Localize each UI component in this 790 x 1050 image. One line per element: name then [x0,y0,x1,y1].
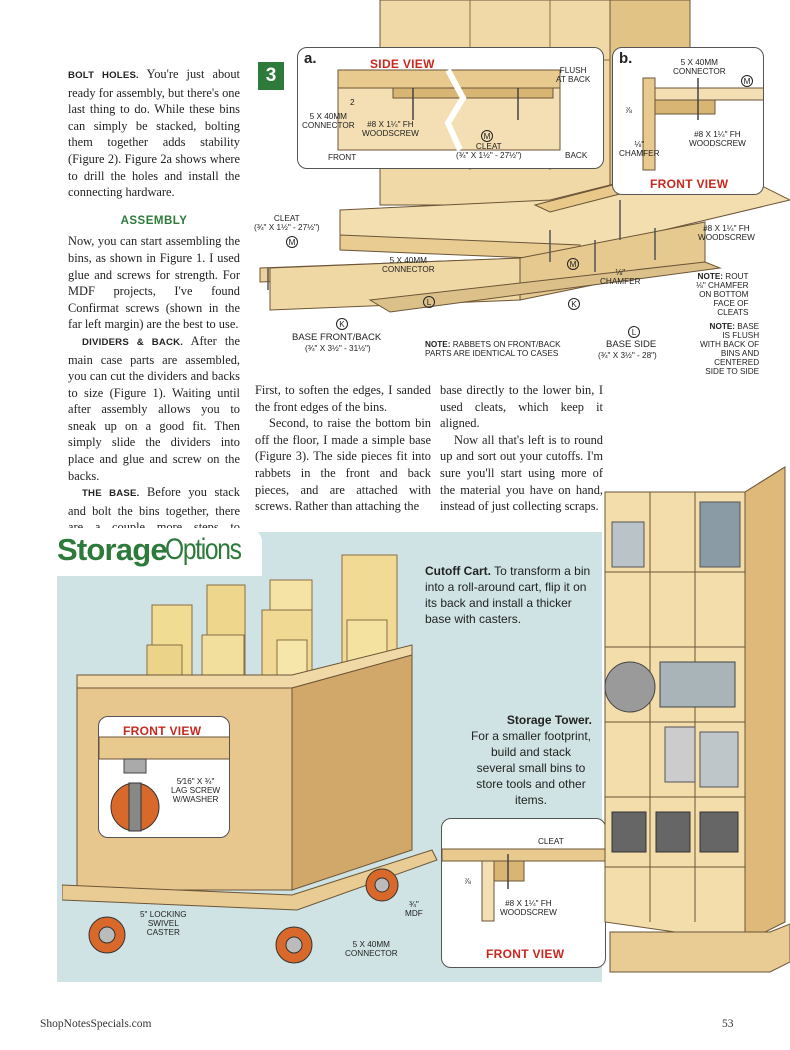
inset-b-drawing [642,77,763,171]
fig3-cleat-label: CLEAT (¾" x 1½" - 27½") [254,214,320,232]
inset-a-cleat-label: CLEAT (¾" x 1½" - 27½") [456,142,522,160]
para-dividers-back: After the main case parts are assembled,… [68,333,241,483]
fig3-note3-text: BASE IS FLUSH WITH BACK OF BINS AND CENT… [700,322,760,376]
inset-b-tag: M [741,75,753,87]
fig3-base-side-label: BASE SIDE [606,339,657,350]
footer-page-number: 53 [722,1018,734,1030]
fig3-tag-l2: L [628,326,640,338]
text-column-3: base directly to the lower bin, I used c… [440,382,603,515]
para-cutoffs: Now all that's left is to round up and s… [440,432,603,514]
lag-screw-label: 5⁄16" x ¾" LAG SCREW w/WASHER [171,777,221,804]
fig3-tag-m2: M [567,258,579,270]
cutoff-cart-head: Cutoff Cart. [425,564,491,578]
para-assembly: Now, you can start assembling the bins, … [68,234,240,332]
fig3-note1-head: NOTE: [697,272,724,281]
tower-front-view-inset: CLEAT ⅞ #8 x 1¼" Fh WOODSCREW FRONT VIEW [441,818,606,968]
tower-inset-cleat-label: CLEAT [538,837,564,846]
fig3-tag-l1: L [423,296,435,308]
tower-inset-dim: ⅞ [464,877,471,886]
subhead-assembly: ASSEMBLY [120,214,188,227]
storage-title-bold: Storage [57,532,168,567]
tower-inset-screw-label: #8 x 1¼" Fh WOODSCREW [500,899,557,917]
fig3-base-side-dim: (¾" x 3½" - 28") [598,351,657,360]
mdf-label: ¾" MDF [405,900,423,918]
inset-a-front-label: FRONT [328,153,357,162]
caster-label: 5" LOCKING SWIVEL CASTER [140,910,187,937]
cutoff-cart-text: To transform a bin into a roll-around ca… [425,564,591,626]
inset-b-dim: ⅞ [625,106,632,115]
fig3-base-front-dim: (¾" x 3½" - 31½") [305,344,371,353]
text-column-1: BOLT HOLES. You're just about ready for … [68,66,240,553]
inset-a-connector-label: 5 x 40mm CONNECTOR [302,112,355,130]
fig3-chamfer-label: ⅛" CHAMFER [600,268,641,286]
inset-b-letter: b. [619,50,633,67]
para-raise-bin: Second, to raise the bottom bin off the … [255,416,431,514]
fig3-note1-text: ROUT ⅛" CHAMFER ON BOTTOM FACE OF CLEATS [696,272,749,317]
fig3-tag-k1: K [568,298,580,310]
cart-inset-title: FRONT VIEW [123,724,202,738]
para-soften-edges: First, to soften the edges, I sanded the… [255,383,431,414]
runin-bolt-holes: BOLT HOLES. [68,70,139,81]
cutoff-cart-caption: Cutoff Cart. To transform a bin into a r… [425,563,597,627]
inset-a-letter: a. [304,50,317,67]
cutoff-cart-illustration [62,554,438,964]
inset-b-chamfer-label: ⅛" CHAMFER [619,140,660,158]
inset-b-front-view: b. 5 x 40mm CONNECTOR M ⅞ #8 x 1¼" Fh WO… [612,47,764,195]
inset-b-woodscrew-label: #8 x 1¼" Fh WOODSCREW [689,130,746,148]
runin-dividers-back: DIVIDERS & BACK. [82,336,184,348]
inset-b-connector-label: 5 x 40mm CONNECTOR [673,58,726,76]
storage-tower-caption: Storage Tower. For a smaller footprint, … [470,712,592,808]
fig3-cleat-tag: M [286,236,298,248]
storage-tower-illustration [604,466,790,973]
fig3-tag-k2: K [336,318,348,330]
storage-options-title: Storage Options [57,528,262,576]
fig3-base-front-label: BASE FRONT/BACK [292,332,382,343]
storage-title-light: Options [165,533,242,566]
inset-a-flush-label: FLUSH AT BACK [556,66,591,84]
tower-inset-title: FRONT VIEW [486,947,565,961]
runin-the-base: THE BASE. [82,488,140,500]
figure-number-badge: 3 [258,62,284,90]
fig3-note2: NOTE: RABBETS ON FRONT/BACK PARTS ARE ID… [425,340,561,358]
fig3-connector-label: 5 x 40mm CONNECTOR [382,256,435,274]
footer-site: ShopNotesSpecials.com [40,1018,152,1030]
inset-a-title: SIDE VIEW [370,57,435,71]
fig3-note3-head: NOTE: [709,322,736,331]
cart-inset-drawing [99,736,229,832]
cart-front-view-inset: FRONT VIEW 5⁄16" x ¾" LAG SCREW w/WASHER [98,716,230,838]
fig3-woodscrew-label: #8 x 1¼" Fh WOODSCREW [698,224,755,242]
storage-tower-head: Storage Tower. [506,713,592,727]
inset-a-dim: 2 [350,98,355,107]
fig3-note1: NOTE: ROUT ⅛" CHAMFER ON BOTTOM FACE OF … [696,272,749,317]
inset-a-cleat-tag: M [481,130,493,142]
cart-connector-label: 5 x 40mm CONNECTOR [345,940,398,958]
fig3-note3: NOTE: BASE IS FLUSH WITH BACK OF BINS AN… [700,322,759,376]
para-bolt-holes: You're just about ready for assembly, bu… [68,67,240,200]
inset-b-title: FRONT VIEW [650,177,729,191]
inset-a-back-label: BACK [565,151,588,160]
tower-inset-drawing [442,848,605,922]
text-column-2: First, to soften the edges, I sanded the… [255,382,431,515]
fig3-note2-head: NOTE: [425,340,451,349]
para-cleats: base directly to the lower bin, I used c… [440,383,603,431]
storage-tower-text: For a smaller footprint, build and stack… [470,729,592,807]
fig3-note2-text: RABBETS ON FRONT/BACK PARTS ARE IDENTICA… [425,340,561,358]
inset-a-drawing [337,68,561,152]
inset-a-side-view: a. SIDE VIEW FLUSH AT BACK 2 5 x 40mm CO… [297,47,604,169]
inset-a-woodscrew-label: #8 x 1¼" Fh WOODSCREW [362,120,419,138]
